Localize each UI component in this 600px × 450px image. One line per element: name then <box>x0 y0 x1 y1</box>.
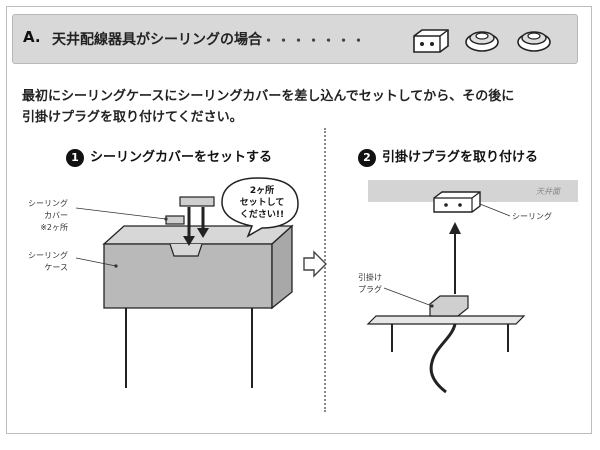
ceiling-label: 天井面 <box>536 187 562 196</box>
label-cover: シーリング <box>28 198 68 208</box>
plug-label-2: プラグ <box>358 284 382 294</box>
right-arrow-icon <box>303 250 327 278</box>
label-case-2: ケース <box>44 263 68 272</box>
step-2-heading: 2 引掛けプラグを取り付ける <box>358 146 538 167</box>
label-case: シーリング <box>28 250 68 260</box>
lamp-frame <box>366 295 526 394</box>
leader-dots: ・・・・・・・ <box>262 34 368 49</box>
step-1-label: シーリングカバーをセットする <box>90 150 273 165</box>
section-badge: A. <box>23 28 41 46</box>
ceiling-device-label: シーリング <box>512 211 552 221</box>
ceiling-device: シーリング <box>433 191 552 221</box>
speech-bubble: 2ヶ所 セットして ください!! <box>221 177 299 238</box>
label-cover-2: カバー <box>44 211 68 220</box>
step-1-number-icon: 1 <box>66 148 84 167</box>
ceiling-fixture-round-icon <box>465 31 499 52</box>
ceiling-case-illustration <box>102 224 294 388</box>
plug-callout: 引掛け プラグ <box>358 272 434 308</box>
page-frame <box>6 6 592 434</box>
step-divider <box>324 128 326 412</box>
bubble-line-1: 2ヶ所 <box>250 184 274 196</box>
label-cover-note: ※2ヶ所 <box>40 222 68 232</box>
up-arrow-icon <box>449 222 461 294</box>
left-callouts: シーリング カバー ※2ヶ所 シーリング ケース <box>28 198 168 272</box>
bubble-line-3: ください!! <box>240 209 284 220</box>
instruction-line-1: 最初にシーリングケースにシーリングカバーを差し込んでセットしてから、その後に <box>22 89 515 104</box>
ceiling-fixture-round-icon <box>517 31 551 52</box>
down-arrow-icon <box>183 207 209 246</box>
step-2-number-icon: 2 <box>358 148 376 167</box>
step-2-label: 引掛けプラグを取り付ける <box>382 150 539 165</box>
instruction-line-2: 引掛けプラグを取り付けてください。 <box>22 110 243 125</box>
step-1-heading: 1 シーリングカバーをセットする <box>66 146 272 167</box>
bubble-line-2: セットして <box>240 197 285 208</box>
ceiling-fixture-icons <box>413 29 551 53</box>
section-title: 天井配線器具がシーリングの場合 <box>52 32 262 48</box>
instruction-text: 最初にシーリングケースにシーリングカバーを差し込んでセットしてから、その後に 引… <box>22 86 584 128</box>
ceiling-fixture-square-icon <box>413 29 449 53</box>
plug-label: 引掛け <box>358 272 382 282</box>
ceiling-surface: 天井面 <box>368 180 578 202</box>
